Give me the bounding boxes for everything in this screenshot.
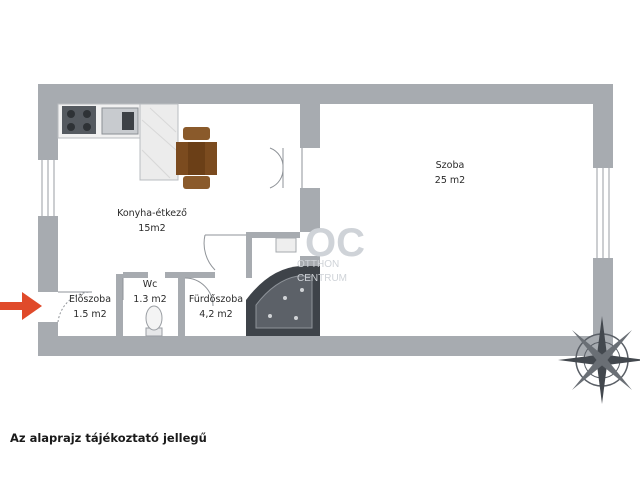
toilet-icon xyxy=(145,305,163,337)
room-name-wc: Wc xyxy=(143,279,158,290)
room-area-wc: 1.3 m2 xyxy=(133,294,166,305)
svg-text:OC: OC xyxy=(305,221,365,265)
compass-rose-icon xyxy=(558,316,640,404)
svg-text:CENTRUM: CENTRUM xyxy=(297,273,347,284)
stove-icon xyxy=(62,106,96,134)
windows xyxy=(38,160,613,258)
room-name-szoba: Szoba xyxy=(436,160,465,171)
disclaimer-note: Az alaprajz tájékoztató jellegű xyxy=(10,431,207,445)
corner-bathtub-icon xyxy=(246,266,320,336)
room-area-szoba: 25 m2 xyxy=(435,175,465,186)
doors xyxy=(57,147,303,323)
dining-table-icon xyxy=(176,127,217,189)
sink-icon xyxy=(101,107,139,135)
bathroom-sink-icon xyxy=(275,237,297,253)
room-area-furdoszoba: 4,2 m2 xyxy=(199,309,232,320)
watermark: OC OTTHON CENTRUM xyxy=(297,221,365,284)
room-name-konyha: Konyha-étkező xyxy=(117,208,187,219)
room-area-konyha: 15m2 xyxy=(138,223,165,234)
room-area-eloszoba: 1.5 m2 xyxy=(73,309,106,320)
entrance-arrow-icon xyxy=(0,292,42,320)
room-name-eloszoba: Előszoba xyxy=(69,294,111,305)
svg-text:OTTHON: OTTHON xyxy=(297,259,339,270)
room-name-furdoszoba: Fürdőszoba xyxy=(189,294,243,305)
